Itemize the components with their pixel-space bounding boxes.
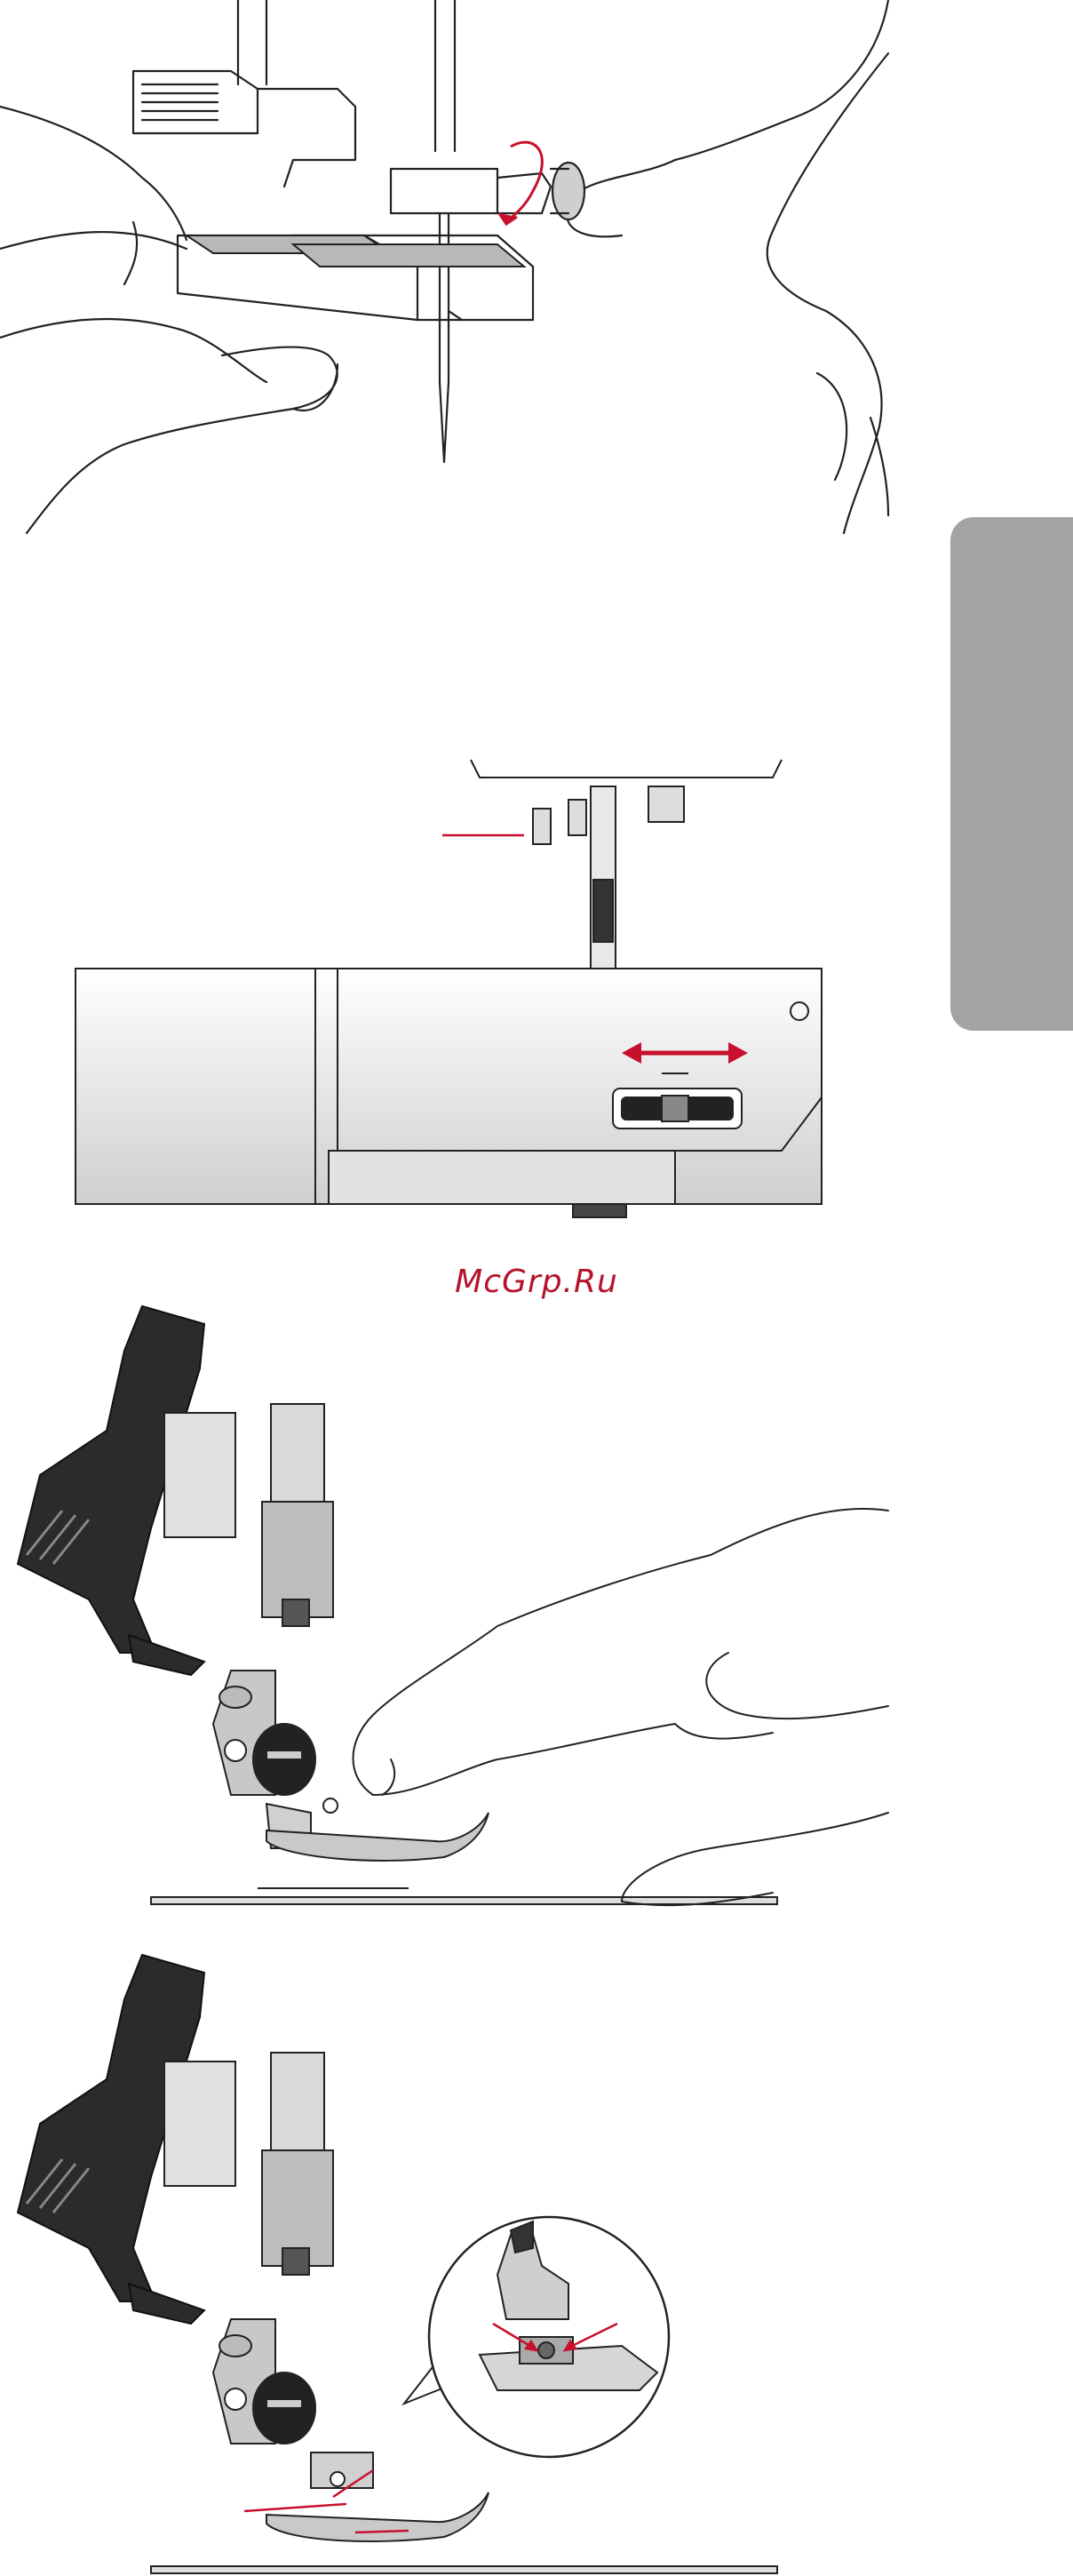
presser-foot-attach-illustration [0,1297,1073,1919]
machine-front-stitch-plate-illustration [0,746,1073,1226]
presser-foot-snap-on-drawing [0,1946,1073,2576]
detail-inset [404,2217,669,2457]
presser-foot-removal-illustration [0,0,1073,542]
watermark-text: McGrp.Ru [0,1264,1073,1300]
presser-foot-snap-on-illustration [0,1946,1073,2576]
presser-foot-removal-drawing [0,0,1073,542]
presser-foot-attach-drawing [0,1297,1073,1919]
machine-front-drawing [0,746,1073,1226]
rotation-arrow-icon [499,142,542,224]
